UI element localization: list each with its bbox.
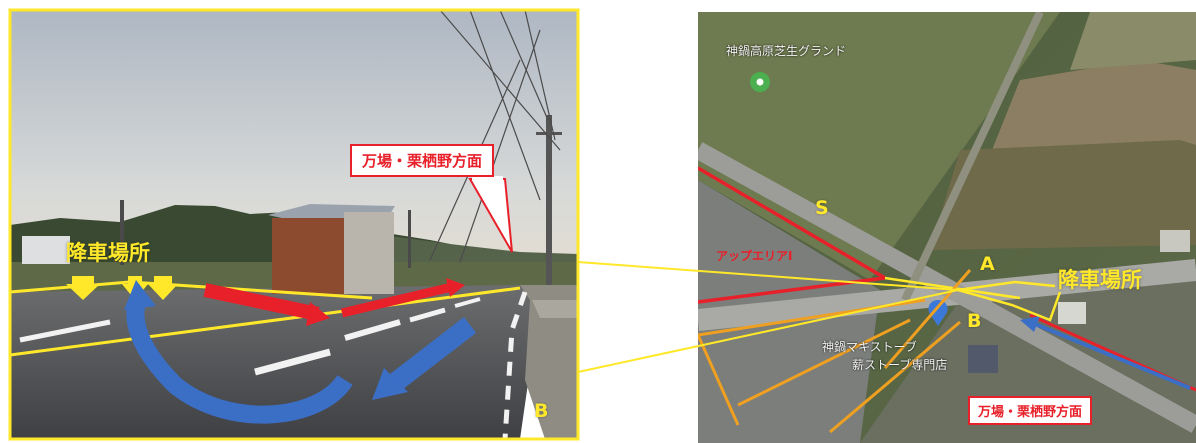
map-orange-line-4: [829, 320, 961, 434]
map-store-label: 神鍋マキストーブ: [822, 340, 917, 354]
map-orange-line-5: [883, 269, 972, 369]
photo-frame: [8, 8, 580, 441]
photo-lane-dash-2: [344, 319, 401, 341]
photo-yellow-down-arrow-1: [66, 276, 100, 300]
photo-lane-dash-1: [254, 348, 331, 376]
map-building-3: [1160, 230, 1190, 252]
photo-blue-arrow: [385, 317, 477, 393]
street-photo: [10, 10, 578, 439]
photo-red-arrowhead-2: [446, 278, 465, 297]
map-point-s-label: S: [815, 197, 829, 219]
photo-red-arrow-1: [203, 283, 320, 321]
map-orange-line-2: [698, 334, 740, 426]
photo-direction-callout: 万場・栗栖野方面: [350, 144, 495, 177]
map-direction-label: 万場・栗栖野方面: [968, 396, 1093, 425]
photo-pole-1: [120, 200, 124, 265]
map-point-a-label: A: [980, 253, 995, 275]
photo-pole-3: [546, 115, 552, 285]
photo-blue-uturn-arrowhead: [124, 280, 156, 310]
map-blue-arrowhead: [1020, 316, 1040, 332]
photo-shed-roof: [268, 204, 395, 222]
map-field-right-2: [930, 140, 1196, 250]
photo-shed-wall: [272, 218, 344, 294]
map-ground-label: 神鍋高原芝生グランド: [726, 44, 847, 58]
photo-red-arrowhead-1: [306, 302, 330, 326]
aerial-map: [698, 12, 1196, 443]
photo-lane-dash-3: [409, 307, 446, 323]
map-point-b-label: B: [967, 310, 982, 332]
photo-curb: [532, 300, 578, 318]
photo-yellow-down-arrow-3: [148, 276, 178, 300]
photo-pole-2: [408, 210, 411, 268]
map-pin-ground-dot: [756, 78, 764, 86]
map-area-lower-right: [860, 280, 1196, 443]
photo-lane-dash-5: [19, 319, 111, 343]
map-yellow-line-2: [957, 280, 1056, 292]
photo-yellow-line-bottom: [10, 286, 521, 357]
photo-callout-pointer-cover: [472, 176, 503, 181]
connector-line-lower: [577, 289, 959, 373]
connector-line-upper: [577, 261, 959, 291]
photo-edge-line: [502, 291, 528, 439]
map-yellow-line-3: [957, 288, 1062, 322]
photo-wires: [429, 10, 561, 263]
map-red-line-upper: [698, 166, 886, 280]
photo-lane-dash-4: [454, 297, 481, 308]
map-building-2: [968, 345, 998, 373]
photo-shed-side: [344, 212, 394, 294]
map-building-1: [1058, 302, 1086, 324]
map-store-sub-label: 薪ストーブ専門店: [852, 358, 948, 372]
map-pin-store: [928, 300, 948, 326]
map-field-upper: [698, 12, 1060, 280]
photo-blue-uturn-arrow: [126, 296, 353, 424]
photo-point-b-label: B: [534, 400, 549, 422]
map-road-vertical: [901, 12, 1044, 302]
photo-red-arrow-2: [340, 282, 454, 318]
photo-dropoff-label: 降車場所: [66, 241, 150, 265]
map-orange-line-3: [737, 318, 911, 407]
map-dropoff-label: 降車場所: [1058, 268, 1142, 292]
map-field-right-3: [1070, 12, 1196, 70]
photo-pole-3-arm: [536, 132, 562, 135]
photo-building-left: [22, 236, 70, 264]
map-area-label: アップエリアⅠ: [716, 249, 793, 263]
map-blue-arrow: [1034, 322, 1191, 390]
photo-sidewalk: [520, 285, 578, 439]
photo-blue-arrowhead: [372, 368, 408, 400]
